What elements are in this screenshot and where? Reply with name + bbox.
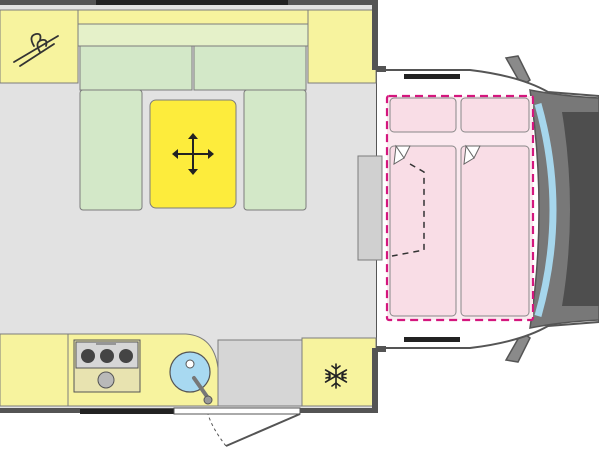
bed-outline xyxy=(385,94,535,322)
pillow-fold-icon-right xyxy=(463,144,481,165)
mattress-right xyxy=(460,145,530,317)
bench-back-left xyxy=(79,45,193,91)
seat-left xyxy=(79,89,143,211)
alcove-bed xyxy=(385,94,535,322)
sink-tap-icon xyxy=(169,351,213,405)
bed-fold-line xyxy=(391,163,425,257)
entry-floor xyxy=(217,339,303,407)
overhead-cabinet-top xyxy=(77,9,309,25)
kitchen-left-cabinet xyxy=(0,333,69,407)
windscreen-glass xyxy=(562,112,599,306)
seat-right xyxy=(243,89,307,211)
cab-door-top xyxy=(404,74,460,79)
mirror-bottom xyxy=(504,330,531,363)
window-top xyxy=(96,0,288,5)
snowflake-icon xyxy=(324,363,348,389)
windscreen xyxy=(534,103,557,317)
fridge xyxy=(301,337,377,407)
pillow-right xyxy=(460,97,530,133)
bench-back-right xyxy=(193,45,307,91)
mattress-left xyxy=(389,145,457,317)
pillow-fold-icon xyxy=(393,144,411,165)
hanger-icon xyxy=(13,32,59,67)
dinette-seating xyxy=(77,23,309,211)
stove-burner-icon xyxy=(73,339,141,393)
bench-backrest xyxy=(77,23,309,47)
move-arrows-icon xyxy=(172,133,214,175)
mirror-top xyxy=(504,55,531,88)
window-bottom xyxy=(80,409,174,414)
pillow-left xyxy=(389,97,457,133)
cabinet-top-right xyxy=(307,9,377,84)
partition-step xyxy=(357,155,383,261)
cab-door-bottom xyxy=(404,337,460,342)
entry-door xyxy=(173,407,301,447)
